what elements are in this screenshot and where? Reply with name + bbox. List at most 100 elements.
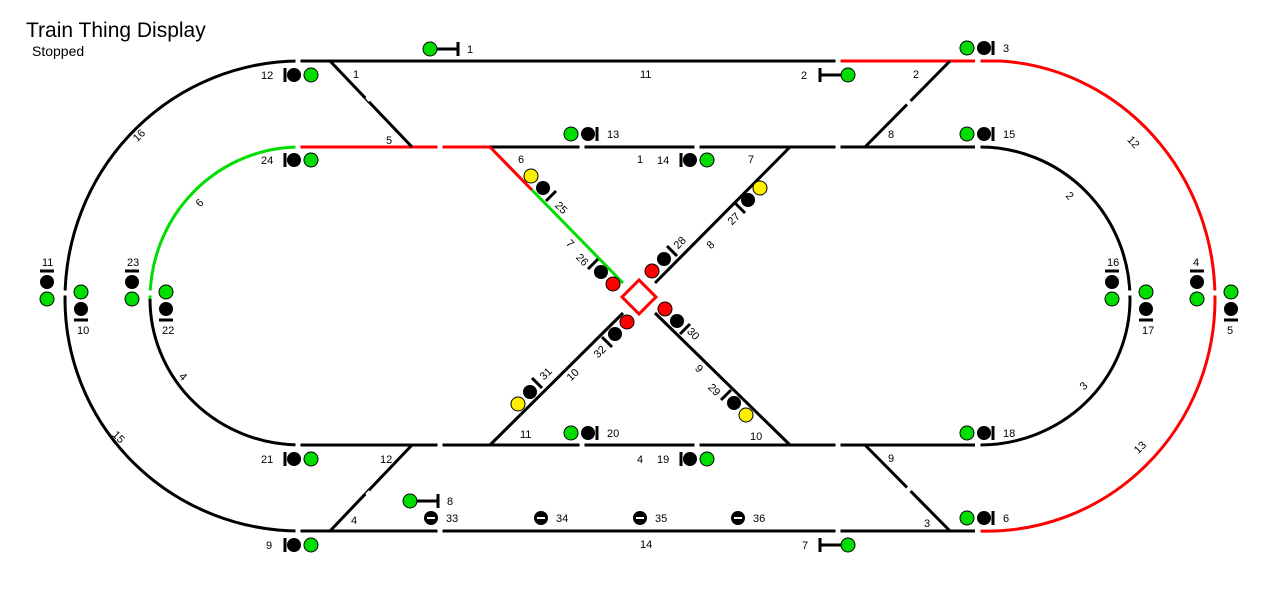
signal-19[interactable]: 19 bbox=[657, 451, 715, 467]
signal-16[interactable]: 16 bbox=[1104, 257, 1120, 307]
svg-text:35: 35 bbox=[655, 513, 667, 525]
turnout-label-9: 9 bbox=[888, 453, 894, 465]
svg-text:7: 7 bbox=[802, 540, 808, 552]
track-label-4b: 4 bbox=[637, 454, 643, 466]
svg-text:26: 26 bbox=[573, 252, 590, 269]
signal-9[interactable]: 9 bbox=[266, 537, 319, 553]
svg-text:2: 2 bbox=[801, 70, 807, 82]
svg-text:32: 32 bbox=[592, 344, 609, 361]
signal-17[interactable]: 17 bbox=[1138, 284, 1154, 337]
signal-11[interactable]: 11 bbox=[39, 257, 55, 307]
turnout-label-10: 10 bbox=[750, 431, 762, 443]
signal-4[interactable]: 4 bbox=[1189, 257, 1205, 307]
svg-text:13: 13 bbox=[607, 129, 619, 141]
track-label-13: 13 bbox=[1132, 439, 1149, 456]
signal-1[interactable]: 1 bbox=[422, 41, 473, 57]
track-label-1b: 1 bbox=[637, 154, 643, 166]
signal-14[interactable]: 14 bbox=[657, 152, 715, 168]
run-status: Stopped bbox=[32, 43, 85, 59]
signal-7[interactable]: 7 bbox=[802, 537, 856, 553]
turnout-label-8: 8 bbox=[888, 129, 894, 141]
turnout-label-3: 3 bbox=[924, 518, 930, 530]
svg-text:34: 34 bbox=[556, 513, 568, 525]
signal-23[interactable]: 23 bbox=[124, 257, 140, 307]
track-segment-13[interactable] bbox=[979, 298, 1217, 533]
svg-text:23: 23 bbox=[127, 257, 139, 269]
svg-text:5: 5 bbox=[1227, 325, 1233, 337]
svg-text:16: 16 bbox=[1107, 257, 1119, 269]
track-label-4: 4 bbox=[176, 371, 189, 384]
signal-13[interactable]: 13 bbox=[563, 126, 619, 142]
track-segment-4[interactable] bbox=[148, 298, 301, 447]
svg-text:6: 6 bbox=[1003, 513, 1009, 525]
svg-text:9: 9 bbox=[266, 540, 272, 552]
track-segment-12[interactable] bbox=[840, 59, 1217, 300]
signal-3[interactable]: 3 bbox=[959, 40, 1009, 56]
svg-text:24: 24 bbox=[261, 155, 273, 167]
page-title: Train Thing Display bbox=[26, 19, 206, 42]
track-segment-15[interactable] bbox=[63, 298, 301, 533]
track-label-9: 9 bbox=[692, 363, 705, 376]
signal-24[interactable]: 24 bbox=[261, 152, 319, 168]
signal-33[interactable]: 33 bbox=[424, 511, 458, 525]
signal-6[interactable]: 6 bbox=[959, 510, 1009, 526]
track-segment-2[interactable] bbox=[979, 145, 1132, 300]
track-label-7: 7 bbox=[563, 238, 576, 251]
track-segment-3[interactable] bbox=[979, 298, 1132, 447]
track-segment-7-red[interactable] bbox=[488, 145, 534, 192]
svg-text:21: 21 bbox=[261, 454, 273, 466]
turnout-label-7: 7 bbox=[748, 154, 754, 166]
svg-text:10: 10 bbox=[77, 325, 89, 337]
svg-text:31: 31 bbox=[538, 366, 555, 383]
svg-text:8: 8 bbox=[447, 496, 453, 508]
turnout-label-2: 2 bbox=[913, 69, 919, 81]
svg-text:33: 33 bbox=[446, 513, 458, 525]
signal-25[interactable]: 25 bbox=[523, 168, 569, 217]
track-segment-7[interactable] bbox=[530, 188, 625, 285]
svg-text:3: 3 bbox=[1003, 43, 1009, 55]
svg-text:17: 17 bbox=[1142, 325, 1154, 337]
track-label-14: 14 bbox=[640, 539, 652, 551]
track-label-6: 6 bbox=[194, 197, 207, 210]
signal-20[interactable]: 20 bbox=[563, 425, 619, 441]
track-segment-6[interactable] bbox=[148, 145, 301, 300]
track-segment-10[interactable] bbox=[488, 311, 625, 447]
svg-text:4: 4 bbox=[1193, 257, 1199, 269]
track-label-15: 15 bbox=[110, 429, 127, 446]
signal-35[interactable]: 35 bbox=[633, 511, 667, 525]
track-label-11: 11 bbox=[640, 69, 651, 81]
svg-text:18: 18 bbox=[1003, 428, 1015, 440]
svg-text:27: 27 bbox=[726, 211, 743, 228]
track-label-12: 12 bbox=[1124, 134, 1141, 151]
signal-5[interactable]: 5 bbox=[1223, 284, 1239, 337]
signal-10[interactable]: 10 bbox=[73, 284, 89, 337]
signal-34[interactable]: 34 bbox=[534, 511, 568, 525]
signal-18[interactable]: 18 bbox=[959, 425, 1015, 441]
track-segment-9[interactable] bbox=[653, 311, 792, 447]
svg-text:28: 28 bbox=[672, 235, 689, 252]
turnout-link-4-12[interactable] bbox=[328, 443, 414, 533]
signal-22[interactable]: 22 bbox=[158, 284, 174, 337]
signal-15[interactable]: 15 bbox=[959, 126, 1015, 142]
svg-text:11: 11 bbox=[42, 257, 53, 269]
turnout-link-1-5[interactable] bbox=[328, 59, 414, 149]
track-segment-8[interactable] bbox=[653, 145, 792, 285]
signal-8[interactable]: 8 bbox=[402, 493, 453, 509]
svg-text:1: 1 bbox=[467, 44, 473, 56]
svg-text:14: 14 bbox=[657, 155, 669, 167]
svg-text:36: 36 bbox=[753, 513, 765, 525]
svg-text:29: 29 bbox=[705, 382, 722, 399]
turnout-label-6: 6 bbox=[518, 154, 524, 166]
signal-32[interactable]: 32 bbox=[592, 314, 635, 361]
signal-36[interactable]: 36 bbox=[731, 511, 765, 525]
turnout-label-11: 11 bbox=[520, 429, 531, 441]
diamond-crossing[interactable] bbox=[619, 277, 659, 317]
turnout-label-4: 4 bbox=[351, 515, 357, 527]
track-segment-16[interactable] bbox=[63, 59, 301, 300]
signal-12[interactable]: 12 bbox=[261, 67, 319, 83]
turnout-label-5: 5 bbox=[386, 135, 392, 147]
signal-21[interactable]: 21 bbox=[261, 451, 319, 467]
signal-2[interactable]: 2 bbox=[801, 67, 856, 83]
turnout-label-1: 1 bbox=[353, 69, 359, 81]
